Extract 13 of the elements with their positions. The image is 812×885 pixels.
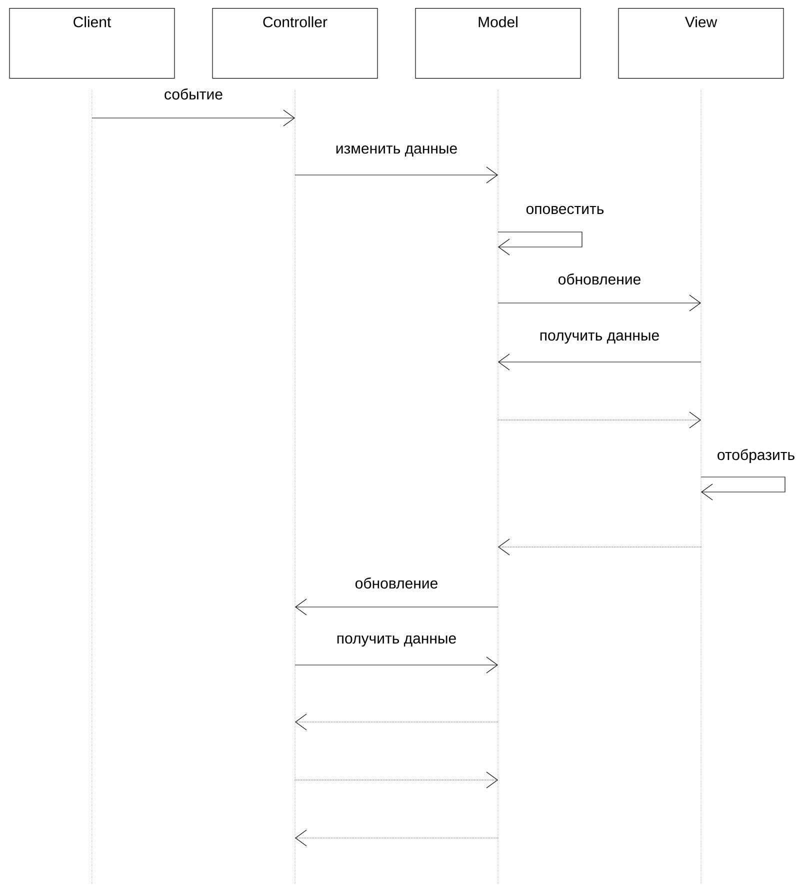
- message-arrow: [498, 412, 701, 428]
- message-arrow: [700, 476, 786, 500]
- message-arrow: [295, 598, 498, 616]
- message-arrow: [295, 830, 498, 846]
- message-arrow: [295, 714, 498, 730]
- message-arrow: [498, 232, 582, 256]
- message-arrow: [92, 110, 295, 126]
- message-arrow: [498, 294, 701, 312]
- message-arrow: [294, 656, 498, 674]
- message-arrow: [498, 538, 702, 556]
- message-arrow: [294, 166, 498, 184]
- message-arrow: [498, 354, 702, 370]
- message-arrow: [294, 772, 498, 788]
